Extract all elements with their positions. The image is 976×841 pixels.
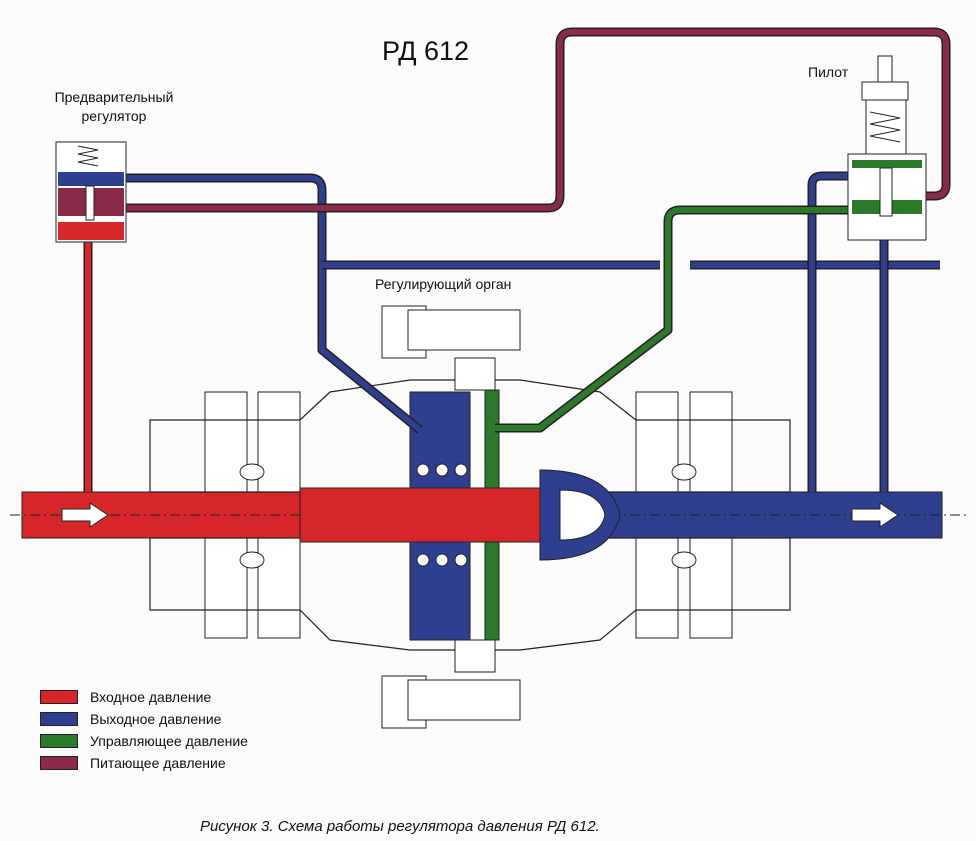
outlet-line bbox=[125, 171, 940, 492]
legend-swatch bbox=[40, 690, 78, 704]
legend-item: Управляющее давление bbox=[40, 730, 248, 752]
figure-caption: Рисунок 3. Схема работы регулятора давле… bbox=[200, 818, 600, 835]
outlet-arrow-icon bbox=[851, 502, 899, 528]
bolt-heads bbox=[381, 305, 521, 729]
control-organ-label: Регулирующий орган bbox=[375, 276, 512, 292]
pilot-label: Пилот bbox=[808, 64, 849, 80]
flanges bbox=[204, 391, 733, 639]
supply-line bbox=[125, 27, 951, 213]
diagram-title: РД 612 bbox=[382, 36, 470, 66]
control-line bbox=[495, 205, 850, 433]
legend-swatch bbox=[40, 712, 78, 726]
legend-item: Питающее давление bbox=[40, 752, 248, 774]
pilot bbox=[847, 55, 927, 241]
inlet-arrow-icon bbox=[61, 502, 109, 528]
legend-label: Управляющее давление bbox=[90, 733, 248, 749]
legend-swatch bbox=[40, 756, 78, 770]
legend-label: Выходное давление bbox=[90, 711, 222, 727]
legend-label: Входное давление bbox=[90, 689, 212, 705]
legend-item: Входное давление bbox=[40, 686, 248, 708]
pre-regulator-label: Предварительный регулятор bbox=[54, 89, 174, 124]
pre-regulator bbox=[55, 141, 127, 243]
legend-label: Питающее давление bbox=[90, 755, 226, 771]
legend-swatch bbox=[40, 734, 78, 748]
valve-plug bbox=[299, 469, 621, 561]
legend-item: Выходное давление bbox=[40, 708, 248, 730]
legend: Входное давление Выходное давление Управ… bbox=[40, 686, 248, 774]
